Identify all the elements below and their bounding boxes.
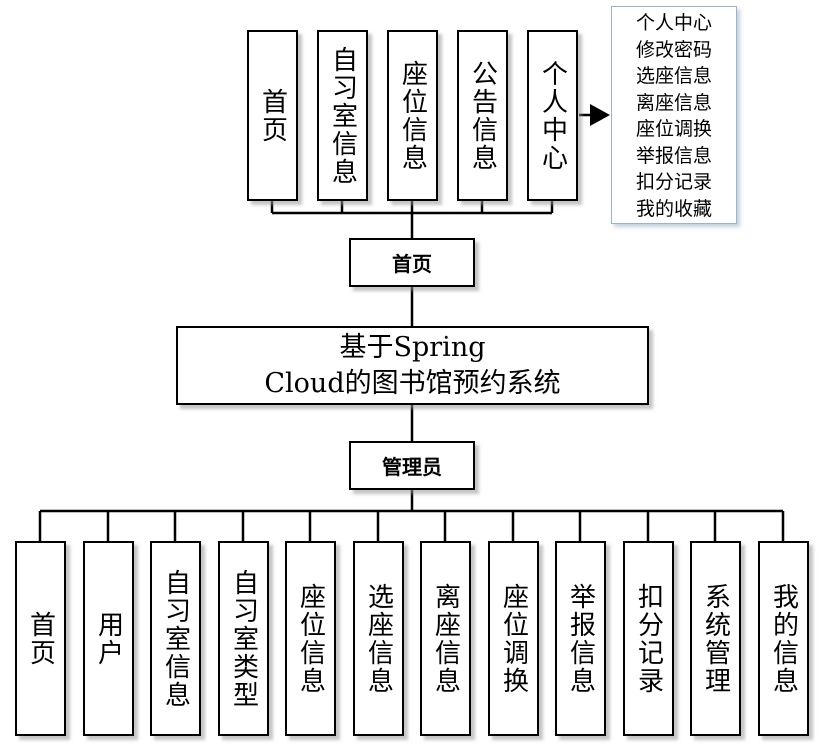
user-module-study-room-info-label: 自习室信息 (327, 45, 358, 186)
admin-module-home: 首页 (15, 541, 66, 736)
admin-root-node: 管理员 (349, 441, 475, 490)
user-module-seat-info-label: 座位信息 (397, 59, 428, 172)
admin-module-study-room-info-label: 自习室信息 (160, 568, 191, 709)
user-module-notice-info-label: 公告信息 (467, 59, 498, 172)
admin-module-study-room-type: 自习室类型 (218, 541, 269, 736)
user-module-study-room-info: 自习室信息 (317, 30, 368, 201)
personal-center-item: 扣分记录 (635, 171, 712, 193)
personal-center-item: 个人中心 (635, 12, 712, 34)
admin-module-leave-seat-info-label: 离座信息 (430, 582, 461, 695)
admin-module-seat-selection-info-label: 选座信息 (363, 582, 394, 695)
user-root-node: 首页 (349, 238, 475, 287)
user-module-home-label: 首页 (257, 87, 288, 144)
admin-module-seat-swap: 座位调换 (488, 541, 539, 736)
admin-module-study-room-type-label: 自习室类型 (228, 568, 259, 709)
admin-module-my-info-label: 我的信息 (768, 582, 799, 695)
admin-module-report-info: 举报信息 (555, 541, 606, 736)
personal-center-item: 我的收藏 (635, 197, 712, 220)
arrow-head (590, 104, 610, 126)
admin-root-label: 管理员 (382, 455, 442, 479)
admin-module-deduction-records-label: 扣分记录 (633, 582, 664, 695)
user-module-home: 首页 (247, 30, 298, 201)
personal-center-item: 举报信息 (635, 144, 712, 167)
user-module-personal-center-label: 个人中心 (537, 59, 568, 172)
user-module-notice-info: 公告信息 (457, 30, 508, 201)
personal-center-item: 选座信息 (635, 65, 712, 87)
personal-center-list: 个人中心 修改密码 选座信息 离座信息 座位调换 举报信息 扣分记录 我的收藏 (611, 6, 737, 224)
personal-center-item: 离座信息 (635, 91, 712, 114)
user-module-personal-center: 个人中心 (527, 30, 578, 201)
user-root-label: 首页 (392, 252, 432, 276)
admin-module-seat-selection-info: 选座信息 (353, 541, 404, 736)
admin-module-seat-swap-label: 座位调换 (498, 582, 529, 695)
system-title-line1: 基于Spring (339, 331, 486, 363)
personal-center-item: 修改密码 (635, 38, 712, 61)
system-title-line2: Cloud的图书馆预约系统 (264, 367, 561, 399)
admin-module-home-label: 首页 (25, 610, 56, 667)
admin-module-users: 用户 (83, 541, 134, 736)
admin-module-my-info: 我的信息 (758, 541, 809, 736)
admin-module-seat-info-label: 座位信息 (295, 582, 326, 695)
admin-module-seat-info: 座位信息 (285, 541, 336, 736)
admin-module-deduction-records: 扣分记录 (623, 541, 674, 736)
admin-module-report-info-label: 举报信息 (565, 582, 596, 695)
personal-center-item: 座位调换 (635, 118, 712, 140)
admin-module-users-label: 用户 (93, 610, 124, 667)
admin-module-leave-seat-info: 离座信息 (420, 541, 471, 736)
system-title-node: 基于Spring Cloud的图书馆预约系统 (176, 326, 649, 405)
admin-module-system-management: 系统管理 (690, 541, 741, 736)
user-module-seat-info: 座位信息 (387, 30, 438, 201)
admin-module-study-room-info: 自习室信息 (150, 541, 201, 736)
admin-module-system-management-label: 系统管理 (700, 582, 731, 695)
